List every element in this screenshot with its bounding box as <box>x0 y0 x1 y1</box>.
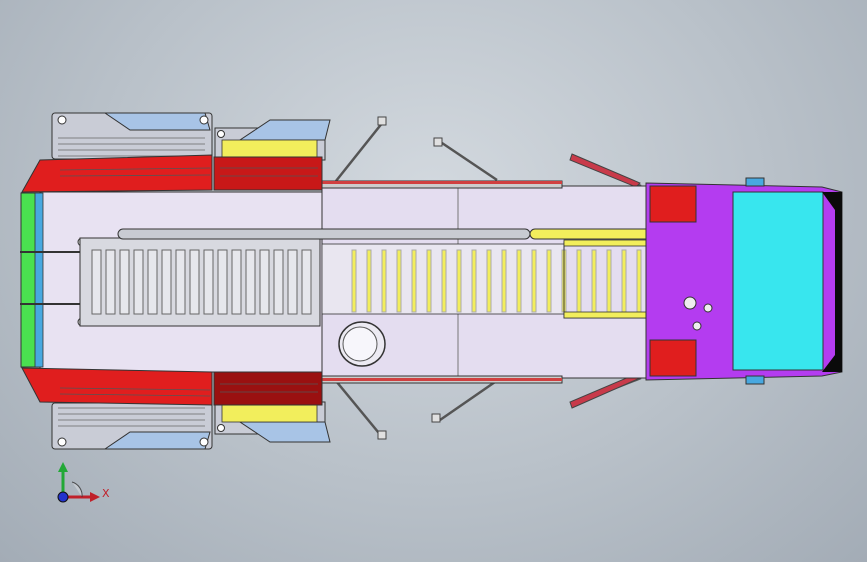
ladder-rung <box>411 249 417 313</box>
ladder-rung <box>231 249 242 315</box>
outrigger-pads <box>377 116 641 440</box>
turntable <box>338 321 386 367</box>
outrigger-top-1 <box>335 121 384 182</box>
ladder-rung <box>381 249 387 313</box>
ladder-rung <box>301 249 312 315</box>
ladder-rung <box>105 249 116 315</box>
outrigger-top-2 <box>441 141 498 182</box>
cab <box>645 177 843 385</box>
ladder-rung <box>161 249 172 315</box>
ladder-rung <box>147 249 158 315</box>
ladder-rung <box>259 249 270 315</box>
ladder-rung <box>175 249 186 315</box>
ladder-rung <box>426 249 432 313</box>
ladder-rung <box>217 249 228 315</box>
ladder-rung <box>531 249 537 313</box>
ladder-rung <box>501 249 507 313</box>
ladder-rung <box>245 249 256 315</box>
ladder-rung <box>396 249 402 313</box>
ladder-rung <box>133 249 144 315</box>
ladder-rung <box>189 249 200 315</box>
outrigger-bottom-1 <box>335 380 384 439</box>
red-compartments <box>21 154 323 406</box>
ladder-rung <box>441 249 447 313</box>
ladder-rung <box>287 249 298 315</box>
outrigger-bottom-2 <box>439 380 496 422</box>
ladder-rung <box>273 249 284 315</box>
ladder-rung <box>119 249 130 315</box>
ladder-rung <box>486 249 492 313</box>
ladder-rung <box>516 249 522 313</box>
rear-wheels <box>51 112 331 450</box>
ladder-rung <box>366 249 372 313</box>
ladder-rung <box>456 249 462 313</box>
ladder-rung <box>546 249 552 313</box>
x-axis-label: X <box>102 487 110 500</box>
ladder-rung <box>471 249 477 313</box>
ladder-rung <box>203 249 214 315</box>
ladder-rung <box>91 249 102 315</box>
ladder-rung <box>351 249 357 313</box>
aerial-ladder <box>79 228 836 327</box>
